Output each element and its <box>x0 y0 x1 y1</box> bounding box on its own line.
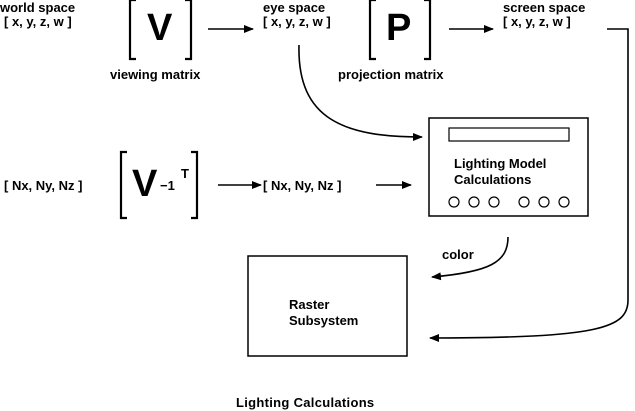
lighting-knobs <box>448 196 570 208</box>
projection-matrix-bracket-left <box>368 0 376 61</box>
diagram-title: Lighting Calculations <box>236 395 375 410</box>
eye-space-vector: [ x, y, z, w ] <box>263 14 331 29</box>
eye-space-label: eye space <box>263 0 326 15</box>
projection-matrix-caption: projection matrix <box>338 67 444 82</box>
viewing-matrix-bracket-right <box>185 0 193 61</box>
inverse-transpose-bracket-right <box>191 150 199 220</box>
inverse-transpose-bracket-left <box>119 150 127 220</box>
color-label: color <box>442 247 474 262</box>
viewing-matrix-symbol: V <box>147 7 173 49</box>
arrow-color-to-raster <box>431 236 509 281</box>
screen-space-label: screen space <box>503 0 586 15</box>
world-space-label: world space <box>0 0 76 15</box>
arrow-eye-to-lighting <box>298 44 423 141</box>
viewing-matrix-caption: viewing matrix <box>110 67 201 82</box>
raster-label-line1: Raster <box>289 297 330 312</box>
raster-label-line2: Subsystem <box>289 313 359 328</box>
projection-matrix-bracket-right <box>424 0 432 61</box>
normal-output-vector: [ Nx, Ny, Nz ] <box>263 178 342 193</box>
lighting-model-label-line1: Lighting Model <box>454 156 547 171</box>
inverse-matrix-symbol: V <box>132 163 158 205</box>
normal-input-vector: [ Nx, Ny, Nz ] <box>4 178 83 193</box>
projection-matrix-symbol: P <box>386 7 412 49</box>
raster-subsystem-box <box>247 255 408 357</box>
inverse-exponent: −1 <box>160 178 175 193</box>
world-space-vector: [ x, y, z, w ] <box>4 14 72 29</box>
arrow-screen-to-raster <box>429 28 629 342</box>
lighting-model-label-line2: Calculations <box>454 172 532 187</box>
screen-space-vector: [ x, y, z, w ] <box>503 14 571 29</box>
lighting-display-bar <box>448 127 570 142</box>
transpose-exponent: T <box>181 166 189 181</box>
viewing-matrix-bracket-left <box>128 0 136 61</box>
